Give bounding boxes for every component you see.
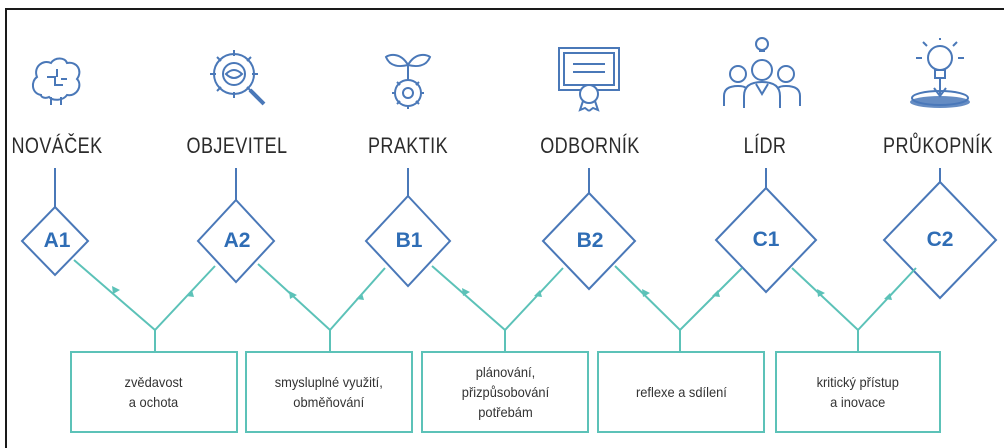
brain-icon — [31, 57, 81, 105]
level-code-a2: A2 — [223, 229, 251, 252]
stage-title-novacek: NOVÁČEK — [11, 133, 103, 158]
transition-label: zvědavost a ochota — [124, 373, 183, 410]
certificate-icon — [558, 47, 620, 112]
connector-a1-a2 — [73, 259, 216, 332]
transition-box-a2-b1: smysluplné využití, obměňování — [245, 351, 413, 433]
transition-label: plánování, přizpůsobování potřebám — [461, 363, 549, 421]
connector-a2-b1 — [257, 263, 386, 332]
diamond-a2 — [196, 198, 276, 284]
transition-box-b2-c1: reflexe a sdílení — [597, 351, 765, 433]
connector-b1-b2 — [431, 265, 564, 332]
team-idea-icon — [723, 37, 801, 108]
diamond-c1 — [714, 186, 818, 294]
lightbulb-launch-icon — [910, 38, 970, 108]
figure-frame — [5, 8, 1004, 448]
diamond-c2 — [882, 180, 998, 300]
level-code-b1: B1 — [395, 229, 423, 252]
transition-label: smysluplné využití, obměňování — [274, 373, 384, 410]
stage-title-lidr: LÍDR — [743, 133, 787, 158]
transition-box-b1-b2: plánování, přizpůsobování potřebám — [421, 351, 589, 433]
plant-gear-icon — [384, 53, 432, 109]
transition-box-c1-c2: kritický přístup a inovace — [775, 351, 941, 433]
connector-c1-c2 — [791, 267, 917, 332]
diamond-b2 — [541, 191, 637, 291]
level-code-a1: A1 — [43, 229, 71, 252]
level-code-c1: C1 — [752, 228, 780, 251]
stage-title-odbornik: ODBORNÍK — [540, 133, 640, 158]
transition-label: reflexe a sdílení — [635, 383, 727, 400]
connector-b2-c1 — [614, 265, 743, 332]
transition-label: kritický přístup a inovace — [816, 373, 900, 410]
stage-title-objevitel: OBJEVITEL — [186, 133, 288, 158]
diamond-a1 — [20, 205, 90, 277]
stage-title-prukopnik: PRŮKOPNÍK — [883, 133, 993, 158]
transition-box-a1-a2: zvědavost a ochota — [70, 351, 238, 433]
diamond-b1 — [364, 194, 452, 288]
stage-title-praktik: PRAKTIK — [367, 133, 449, 158]
level-code-b2: B2 — [576, 229, 604, 252]
gear-magnifier-icon — [210, 50, 266, 106]
level-code-c2: C2 — [926, 228, 954, 251]
